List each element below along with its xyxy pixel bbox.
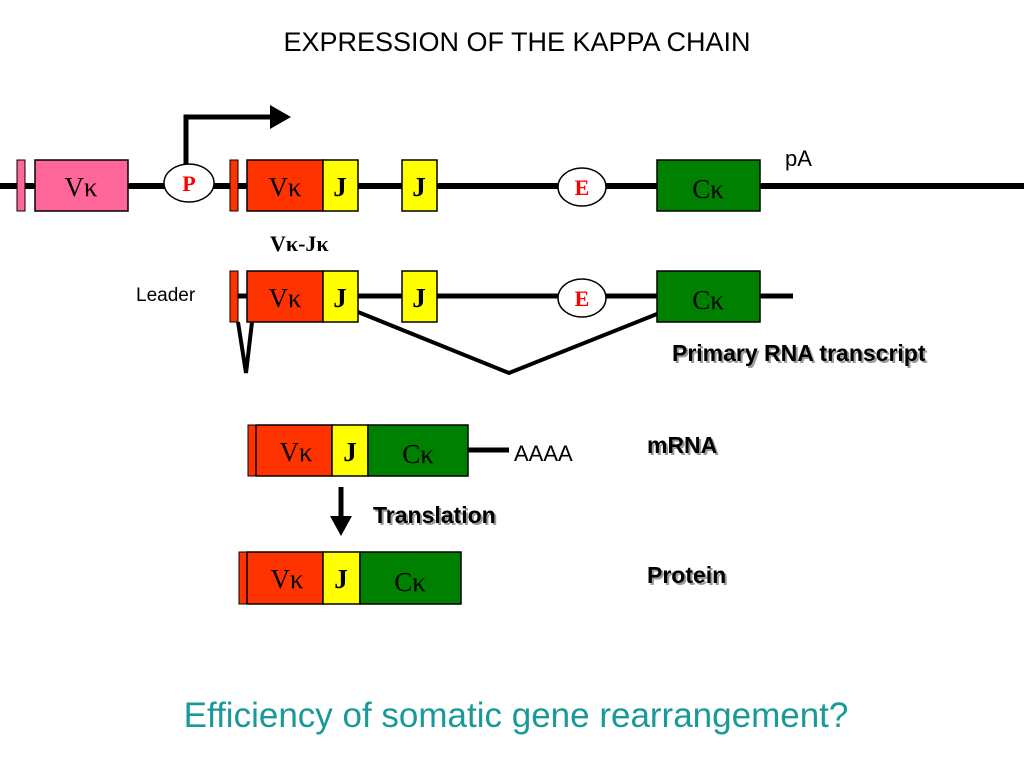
poly-a-site-label: pA (785, 146, 812, 171)
j-label: J (412, 283, 426, 313)
c-kappa-label: Cκ (692, 285, 724, 315)
j-label: J (412, 172, 426, 202)
enhancer-label: E (575, 286, 590, 311)
leader-label: Leader (136, 285, 196, 306)
transcription-start-arrow (183, 114, 280, 164)
c-kappa-label: Cκ (692, 174, 724, 204)
leader-segment-germline (16, 159, 26, 212)
leader-segment (229, 270, 239, 323)
poly-a-tail-label: AAAA (514, 441, 573, 466)
enhancer-circle (557, 167, 607, 207)
primary-transcript-row: Leader Vκ J J E Cκ Primary RNA transcrip… (136, 270, 928, 376)
page-title: EXPRESSION OF THE KAPPA CHAIN (283, 27, 750, 57)
c-kappa-label: Cκ (394, 567, 426, 597)
j-segment (401, 270, 438, 323)
v-kappa-label: Vκ (268, 172, 301, 202)
j-segment (322, 159, 359, 212)
primary-rna-label: Primary RNA transcript (672, 340, 926, 366)
v-kappa-label: Vκ (64, 172, 97, 202)
mrna-label-shadow: mRNA (649, 434, 719, 460)
protein-row: Vκ J Cκ Protein Protein (238, 551, 728, 605)
rearrangement-question: Efficiency of somatic gene rearrangement… (184, 696, 849, 735)
protein-label-shadow: Protein (649, 564, 728, 590)
translation-label: Translation (373, 502, 496, 528)
v-kappa-segment (246, 159, 324, 212)
mrna-label: mRNA (647, 432, 717, 458)
c-kappa-segment (656, 270, 761, 323)
v-kappa-label: Vκ (270, 564, 303, 594)
j-label: J (333, 283, 347, 313)
transcription-arrowhead (270, 105, 291, 129)
translation-label-shadow: Translation (375, 504, 498, 530)
j-label: J (333, 172, 347, 202)
translation-arrowhead (330, 516, 352, 536)
leader-segment (238, 551, 248, 605)
c-kappa-label: Cκ (402, 439, 434, 469)
enhancer-circle (557, 278, 607, 318)
v-kappa-label: Vκ (268, 283, 301, 313)
leader-splice-line (236, 321, 254, 374)
j-segment (322, 551, 361, 605)
leader-segment (229, 159, 239, 212)
j-segment (322, 270, 359, 323)
enhancer-label: E (575, 175, 590, 200)
rna-splice-line (357, 310, 663, 376)
germline-dna-row: Vκ P Vκ J J E Cκ pA (0, 105, 1024, 212)
promoter-label: P (182, 171, 195, 196)
v-kappa-segment-germline (34, 159, 129, 212)
v-kappa-segment (246, 551, 324, 605)
j-segment (401, 159, 438, 212)
v-kappa-segment (246, 270, 324, 323)
j-segment (331, 424, 369, 477)
v-kappa-segment (255, 424, 333, 477)
j-label: J (334, 564, 348, 594)
c-kappa-segment (367, 424, 469, 477)
promoter-circle (163, 163, 215, 203)
v-kappa-label: Vκ (279, 437, 312, 467)
j-label: J (343, 437, 357, 467)
recombined-vj-label: Vκ-Jκ (270, 231, 329, 256)
leader-segment (247, 424, 257, 477)
c-kappa-segment (359, 551, 462, 605)
mrna-row: Vκ J Cκ AAAA mRNA mRNA (247, 424, 719, 477)
protein-label: Protein (647, 562, 726, 588)
primary-rna-label-shadow: Primary RNA transcript (674, 342, 928, 368)
c-kappa-segment (656, 159, 761, 212)
